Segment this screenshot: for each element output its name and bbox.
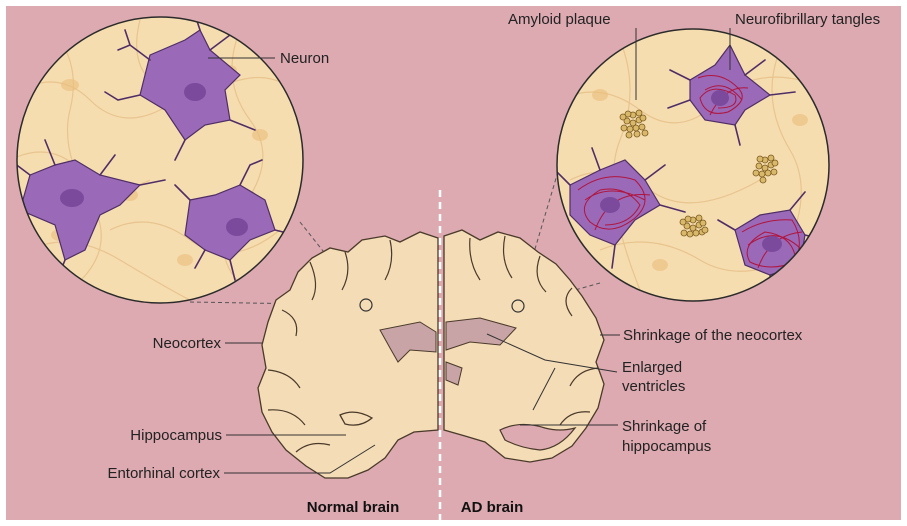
label-neuron: Neuron <box>280 50 329 67</box>
label-neocortex: Neocortex <box>153 335 222 352</box>
caption-normal-brain: Normal brain <box>307 499 400 516</box>
label-amyloid-plaque: Amyloid plaque <box>508 11 611 28</box>
ad-tissue-magnification <box>555 29 830 301</box>
label-hippocampus: Hippocampus <box>130 427 222 444</box>
label-shrinkage-hippocampus-line2: hippocampus <box>622 438 711 455</box>
label-entorhinal-cortex: Entorhinal cortex <box>107 465 220 482</box>
label-enlarged-ventricles-line1: Enlarged <box>622 359 682 376</box>
label-shrinkage-neocortex: Shrinkage of the neocortex <box>623 327 803 344</box>
label-shrinkage-hippocampus-line1: Shrinkage of <box>622 418 707 435</box>
label-enlarged-ventricles-line2: ventricles <box>622 378 685 395</box>
caption-ad-brain: AD brain <box>461 499 524 516</box>
label-neurofibrillary-tangles: Neurofibrillary tangles <box>735 11 880 28</box>
